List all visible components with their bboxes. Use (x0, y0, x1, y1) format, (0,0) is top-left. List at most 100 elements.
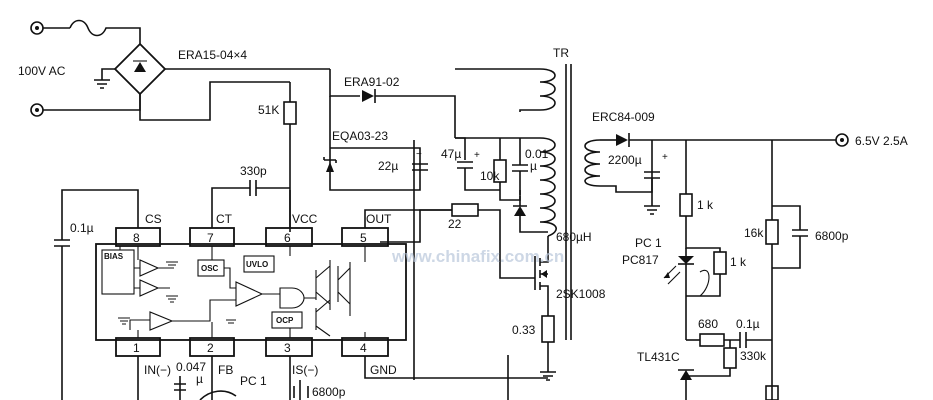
pin-out-label: OUT (366, 212, 392, 226)
watermark: www.chinafix.com.cn (391, 247, 564, 266)
res-1k-a (679, 193, 693, 217)
svg-text:BIAS: BIAS (104, 252, 124, 261)
comparator-1 (139, 259, 160, 277)
svg-text:OCP: OCP (276, 316, 294, 325)
ac-input-section: 100V AC ERA15-04×4 (18, 19, 330, 121)
gate-resistor (451, 203, 479, 217)
cap-6800p-bottom-label: 6800p (312, 385, 346, 399)
shunt-regulator (680, 370, 692, 380)
ac-input-label: 100V AC (18, 64, 66, 78)
is-minus-label: IS(−) (292, 363, 318, 377)
snubber-diode (514, 206, 526, 216)
transformer-core (565, 64, 572, 340)
svg-text:+: + (662, 152, 668, 163)
pin-ct-label: CT (216, 212, 233, 226)
cap-330p-label: 330p (240, 164, 267, 178)
gnd-label: GND (370, 363, 397, 377)
output-diode-label: ERC84-009 (592, 110, 655, 124)
bridge-label: ERA15-04×4 (178, 48, 247, 62)
svg-text:3: 3 (284, 341, 291, 355)
svg-text:6: 6 (284, 231, 291, 245)
output-section: ERC84-009 6.5V 2.5A 2200µ + 1 k 1 k PC 1… (592, 110, 908, 400)
cap-330p (249, 180, 257, 196)
ocp-block (271, 311, 303, 329)
comparator-2 (139, 279, 160, 297)
cap-01u-left-label: 0.1µ (70, 221, 94, 235)
pin-vcc-label: VCC (292, 212, 318, 226)
cap-6800p-out-label: 6800p (815, 229, 849, 243)
bias-block (101, 249, 135, 295)
inductance-label: 680µH (556, 230, 592, 244)
gate-res-label: 22 (448, 217, 462, 231)
fb-label: FB (218, 363, 233, 377)
svg-text:µ: µ (530, 159, 537, 173)
res-1k-a-label: 1 k (697, 198, 714, 212)
res-16k-label: 16k (744, 226, 764, 240)
output-stage (315, 260, 351, 316)
svg-text:OSC: OSC (201, 264, 219, 273)
pin-3 (265, 337, 313, 357)
sense-resistor (541, 315, 555, 343)
start-resistor-label: 51K (258, 103, 279, 117)
cap-2200u-label: 2200µ (608, 153, 642, 167)
cap-01u-left (54, 239, 70, 247)
opto-led (678, 256, 694, 264)
res-680 (699, 333, 725, 347)
transformer-label: TR (553, 46, 569, 60)
in-minus-label: IN(−) (144, 363, 171, 377)
zener-diode (326, 162, 334, 172)
svg-text:UVLO: UVLO (246, 260, 268, 269)
pwm-comparator (235, 281, 264, 307)
opto-label-a: PC 1 (635, 236, 662, 250)
svg-text:+: + (474, 150, 480, 161)
logic-gate (279, 287, 305, 309)
svg-text:−: − (416, 149, 422, 160)
res-1k-b (713, 251, 727, 275)
res-10k-label: 10k (480, 169, 500, 183)
res-330k-label: 330k (740, 349, 767, 363)
ic-body (95, 243, 407, 341)
output-terminal (835, 133, 849, 147)
svg-text:2: 2 (207, 341, 214, 355)
mosfet-label: 2SK1008 (556, 287, 606, 301)
start-resistor (283, 101, 297, 125)
output-stage-low (315, 299, 331, 337)
cap-0047-label: 0.047 (176, 360, 206, 374)
ground-symbol-mosfet (540, 371, 556, 381)
pc1-bottom-label: PC 1 (240, 374, 267, 388)
cap-47u-label: 47µ (441, 147, 461, 161)
clamp-diode-label: ERA91-02 (344, 75, 400, 89)
uvlo-block (243, 255, 275, 273)
clamp-diode (362, 90, 374, 102)
pin-cs-label: CS (145, 212, 162, 226)
cap-01u-fb (724, 332, 772, 348)
opto-outline (699, 269, 710, 297)
cap-47u (457, 161, 473, 169)
svg-text:µ: µ (196, 372, 203, 386)
error-amp (149, 311, 174, 331)
sense-res-label: 0.33 (512, 323, 536, 337)
output-diode (616, 134, 628, 146)
opto-label-b: PC817 (622, 253, 659, 267)
aux-snubber: 47µ + 10k 0.01 µ (441, 137, 549, 233)
fuse (43, 19, 141, 44)
cap-6800p-out (772, 205, 808, 269)
res-330k (723, 347, 737, 369)
output-label: 6.5V 2.5A (855, 134, 908, 148)
cap-22u-label: 22µ (378, 159, 398, 173)
zener-label: EQA03-23 (332, 129, 388, 143)
pin-6 (265, 227, 313, 247)
cap-001u-label: 0.01 (525, 147, 549, 161)
res-16k (765, 219, 779, 245)
clamp-section: 51K ERA91-02 EQA03-23 22µ − (258, 69, 456, 232)
transformer: TR 680µH (455, 46, 601, 340)
res-1k-b-label: 1 k (730, 255, 747, 269)
svg-text:4: 4 (360, 341, 367, 355)
ic-external: 0.1µ 330p GND IN(−) FB 0.047 µ PC 1 IS(−… (54, 140, 452, 400)
shunt-ref-label: TL431C (637, 350, 680, 364)
cap-01u-fb-label: 0.1µ (736, 317, 760, 331)
cap-001u (512, 138, 528, 195)
svg-text:1: 1 (133, 341, 140, 355)
svg-text:5: 5 (360, 231, 367, 245)
